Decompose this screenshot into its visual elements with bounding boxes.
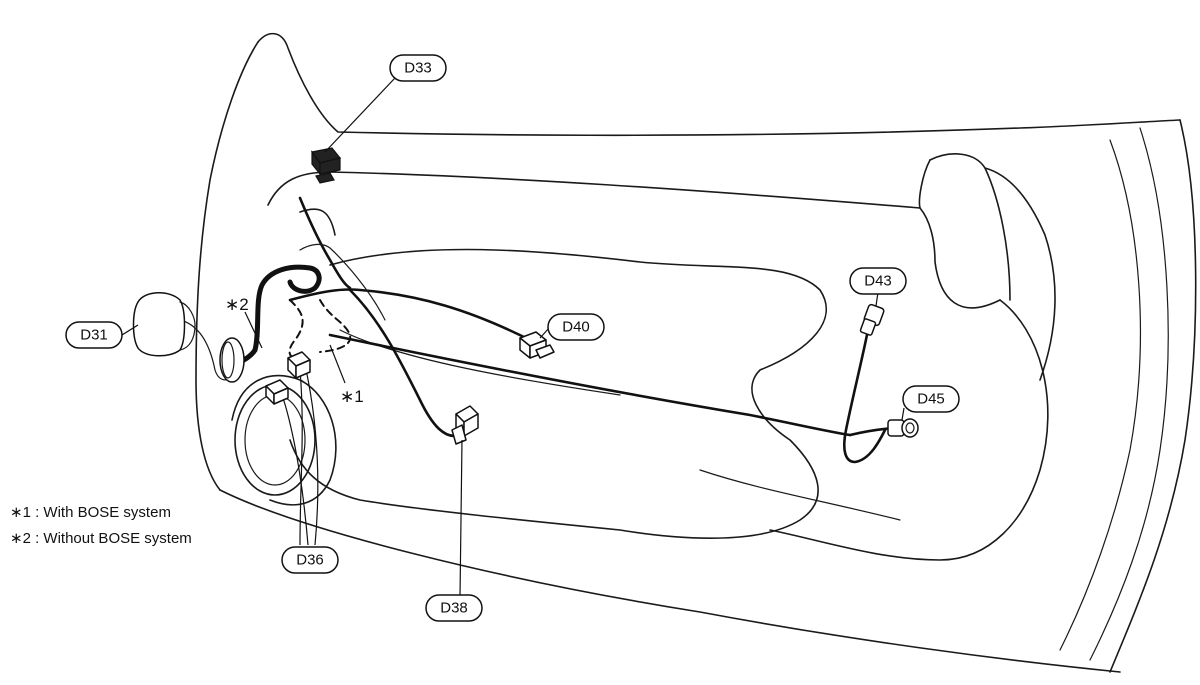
tag-d38-label: D38 [440, 600, 468, 617]
tag-d40: D40 [547, 313, 605, 341]
tag-d36: D36 [281, 546, 339, 574]
tag-d43: D43 [849, 267, 907, 295]
callout-star2: ∗2 [225, 295, 249, 314]
d33-connector-body [310, 147, 342, 184]
d31-connector-body [132, 292, 245, 383]
d40-connector-body [519, 331, 555, 359]
d38-connector-body [451, 405, 479, 445]
tag-d45-label: D45 [917, 391, 945, 408]
tag-d33: D33 [389, 54, 447, 82]
callout-star1: ∗1 [340, 387, 364, 406]
tag-d45: D45 [902, 385, 960, 413]
tag-d33-label: D33 [404, 60, 432, 77]
tag-leaders [121, 77, 905, 598]
d36-connector-body [265, 351, 311, 405]
legend: ∗1 : With BOSE system ∗2 : Without BOSE … [10, 504, 192, 547]
door-panel-outline [195, 32, 1197, 673]
tag-d36-label: D36 [296, 552, 324, 569]
d43-connector-body [859, 303, 885, 336]
tag-d40-label: D40 [562, 319, 590, 336]
tag-d43-label: D43 [864, 273, 892, 290]
tag-d38: D38 [425, 594, 483, 622]
connector-bodies [132, 147, 919, 445]
legend-note-1: ∗1 : With BOSE system [10, 504, 171, 521]
tag-d31-label: D31 [80, 327, 108, 344]
legend-note-2: ∗2 : Without BOSE system [10, 530, 192, 547]
d45-connector-body [887, 418, 919, 438]
tag-d31: D31 [65, 321, 123, 349]
